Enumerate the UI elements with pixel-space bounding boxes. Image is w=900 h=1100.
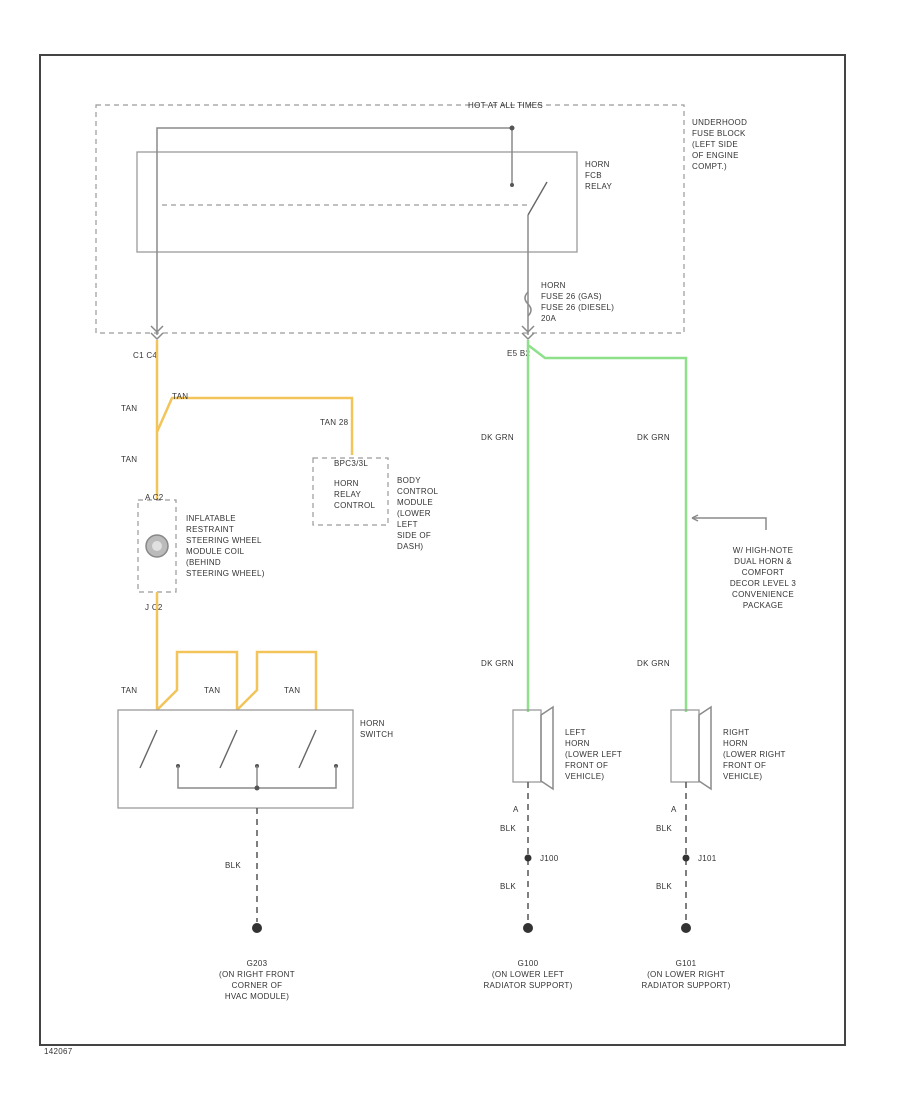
dk-grn-label-3: DK GRN bbox=[481, 659, 514, 668]
blk-wire-label-1: BLK bbox=[225, 861, 241, 870]
blk-wire-label-5: BLK bbox=[656, 882, 672, 891]
splice-j101-dot bbox=[682, 854, 690, 862]
bus-junction-dot bbox=[509, 125, 515, 131]
horn-relay-box bbox=[136, 151, 578, 253]
splice-j100-label: J100 bbox=[540, 854, 559, 863]
coil-terminal-j-label: J C2 bbox=[145, 603, 163, 612]
tan-wire-label-3: TAN 28 bbox=[320, 418, 349, 427]
tan-jumper-1 bbox=[156, 650, 239, 711]
option-note-bracket bbox=[692, 517, 767, 530]
blk-wire-label-4: BLK bbox=[656, 824, 672, 833]
left-connector-chevron bbox=[150, 325, 164, 341]
tan-jumper-2 bbox=[236, 650, 318, 711]
tan-switch-label-3: TAN bbox=[284, 686, 300, 695]
right-connector-chevron bbox=[521, 325, 535, 341]
splice-j100-dot bbox=[524, 854, 532, 862]
connector-e5-b2-label: E5 B2 bbox=[507, 349, 531, 358]
ground-g100-symbol bbox=[523, 923, 533, 933]
horn-switch-box bbox=[117, 709, 354, 809]
diagram-frame bbox=[39, 54, 846, 1046]
connector-c1-c4-label: C1 C4 bbox=[133, 351, 157, 360]
bcm-box bbox=[312, 457, 389, 526]
ground-g203-symbol bbox=[252, 923, 262, 933]
left-horn-terminal: A bbox=[513, 805, 519, 814]
coil-terminal-label: A C2 bbox=[145, 493, 164, 502]
dk-grn-label-1: DK GRN bbox=[481, 433, 514, 442]
clockspring-center bbox=[152, 541, 162, 551]
switch-bus-junction bbox=[254, 785, 260, 791]
tan-wire-label-4: TAN bbox=[121, 455, 137, 464]
option-note-arrow bbox=[691, 514, 699, 522]
tan-switch-label-2: TAN bbox=[204, 686, 220, 695]
relay-contact-dot bbox=[510, 183, 514, 187]
dk-grn-label-2: DK GRN bbox=[637, 433, 670, 442]
hot-at-all-times-label: HOT AT ALL TIMES bbox=[468, 101, 543, 110]
right-horn-body bbox=[670, 709, 700, 783]
tan-wire-label-1: TAN bbox=[121, 404, 137, 413]
splice-j101-label: J101 bbox=[698, 854, 717, 863]
relay-switch-blade bbox=[527, 181, 548, 216]
dk-grn-wire-right bbox=[527, 344, 688, 712]
horn-fuse-symbol bbox=[524, 291, 532, 317]
left-horn-bell bbox=[540, 705, 554, 791]
dk-grn-label-4: DK GRN bbox=[637, 659, 670, 668]
ground-g101-symbol bbox=[681, 923, 691, 933]
left-horn-body bbox=[512, 709, 542, 783]
bcm-connector-label: BPC3/3L bbox=[334, 459, 368, 468]
underhood-fuse-block-outline bbox=[95, 104, 685, 334]
right-horn-bell bbox=[698, 705, 712, 791]
figure-id-label: 142067 bbox=[44, 1047, 73, 1056]
blk-wire-label-2: BLK bbox=[500, 824, 516, 833]
tan-wire-label-2: TAN bbox=[172, 392, 188, 401]
switch-blade-1 bbox=[139, 729, 158, 769]
blk-wire-label-3: BLK bbox=[500, 882, 516, 891]
switch-blade-3 bbox=[298, 729, 317, 769]
tan-switch-label-1: TAN bbox=[121, 686, 137, 695]
right-horn-terminal: A bbox=[671, 805, 677, 814]
switch-blade-2 bbox=[219, 729, 238, 769]
relay-bus-wire bbox=[156, 127, 513, 335]
tan-wire-to-bcm bbox=[155, 396, 354, 455]
